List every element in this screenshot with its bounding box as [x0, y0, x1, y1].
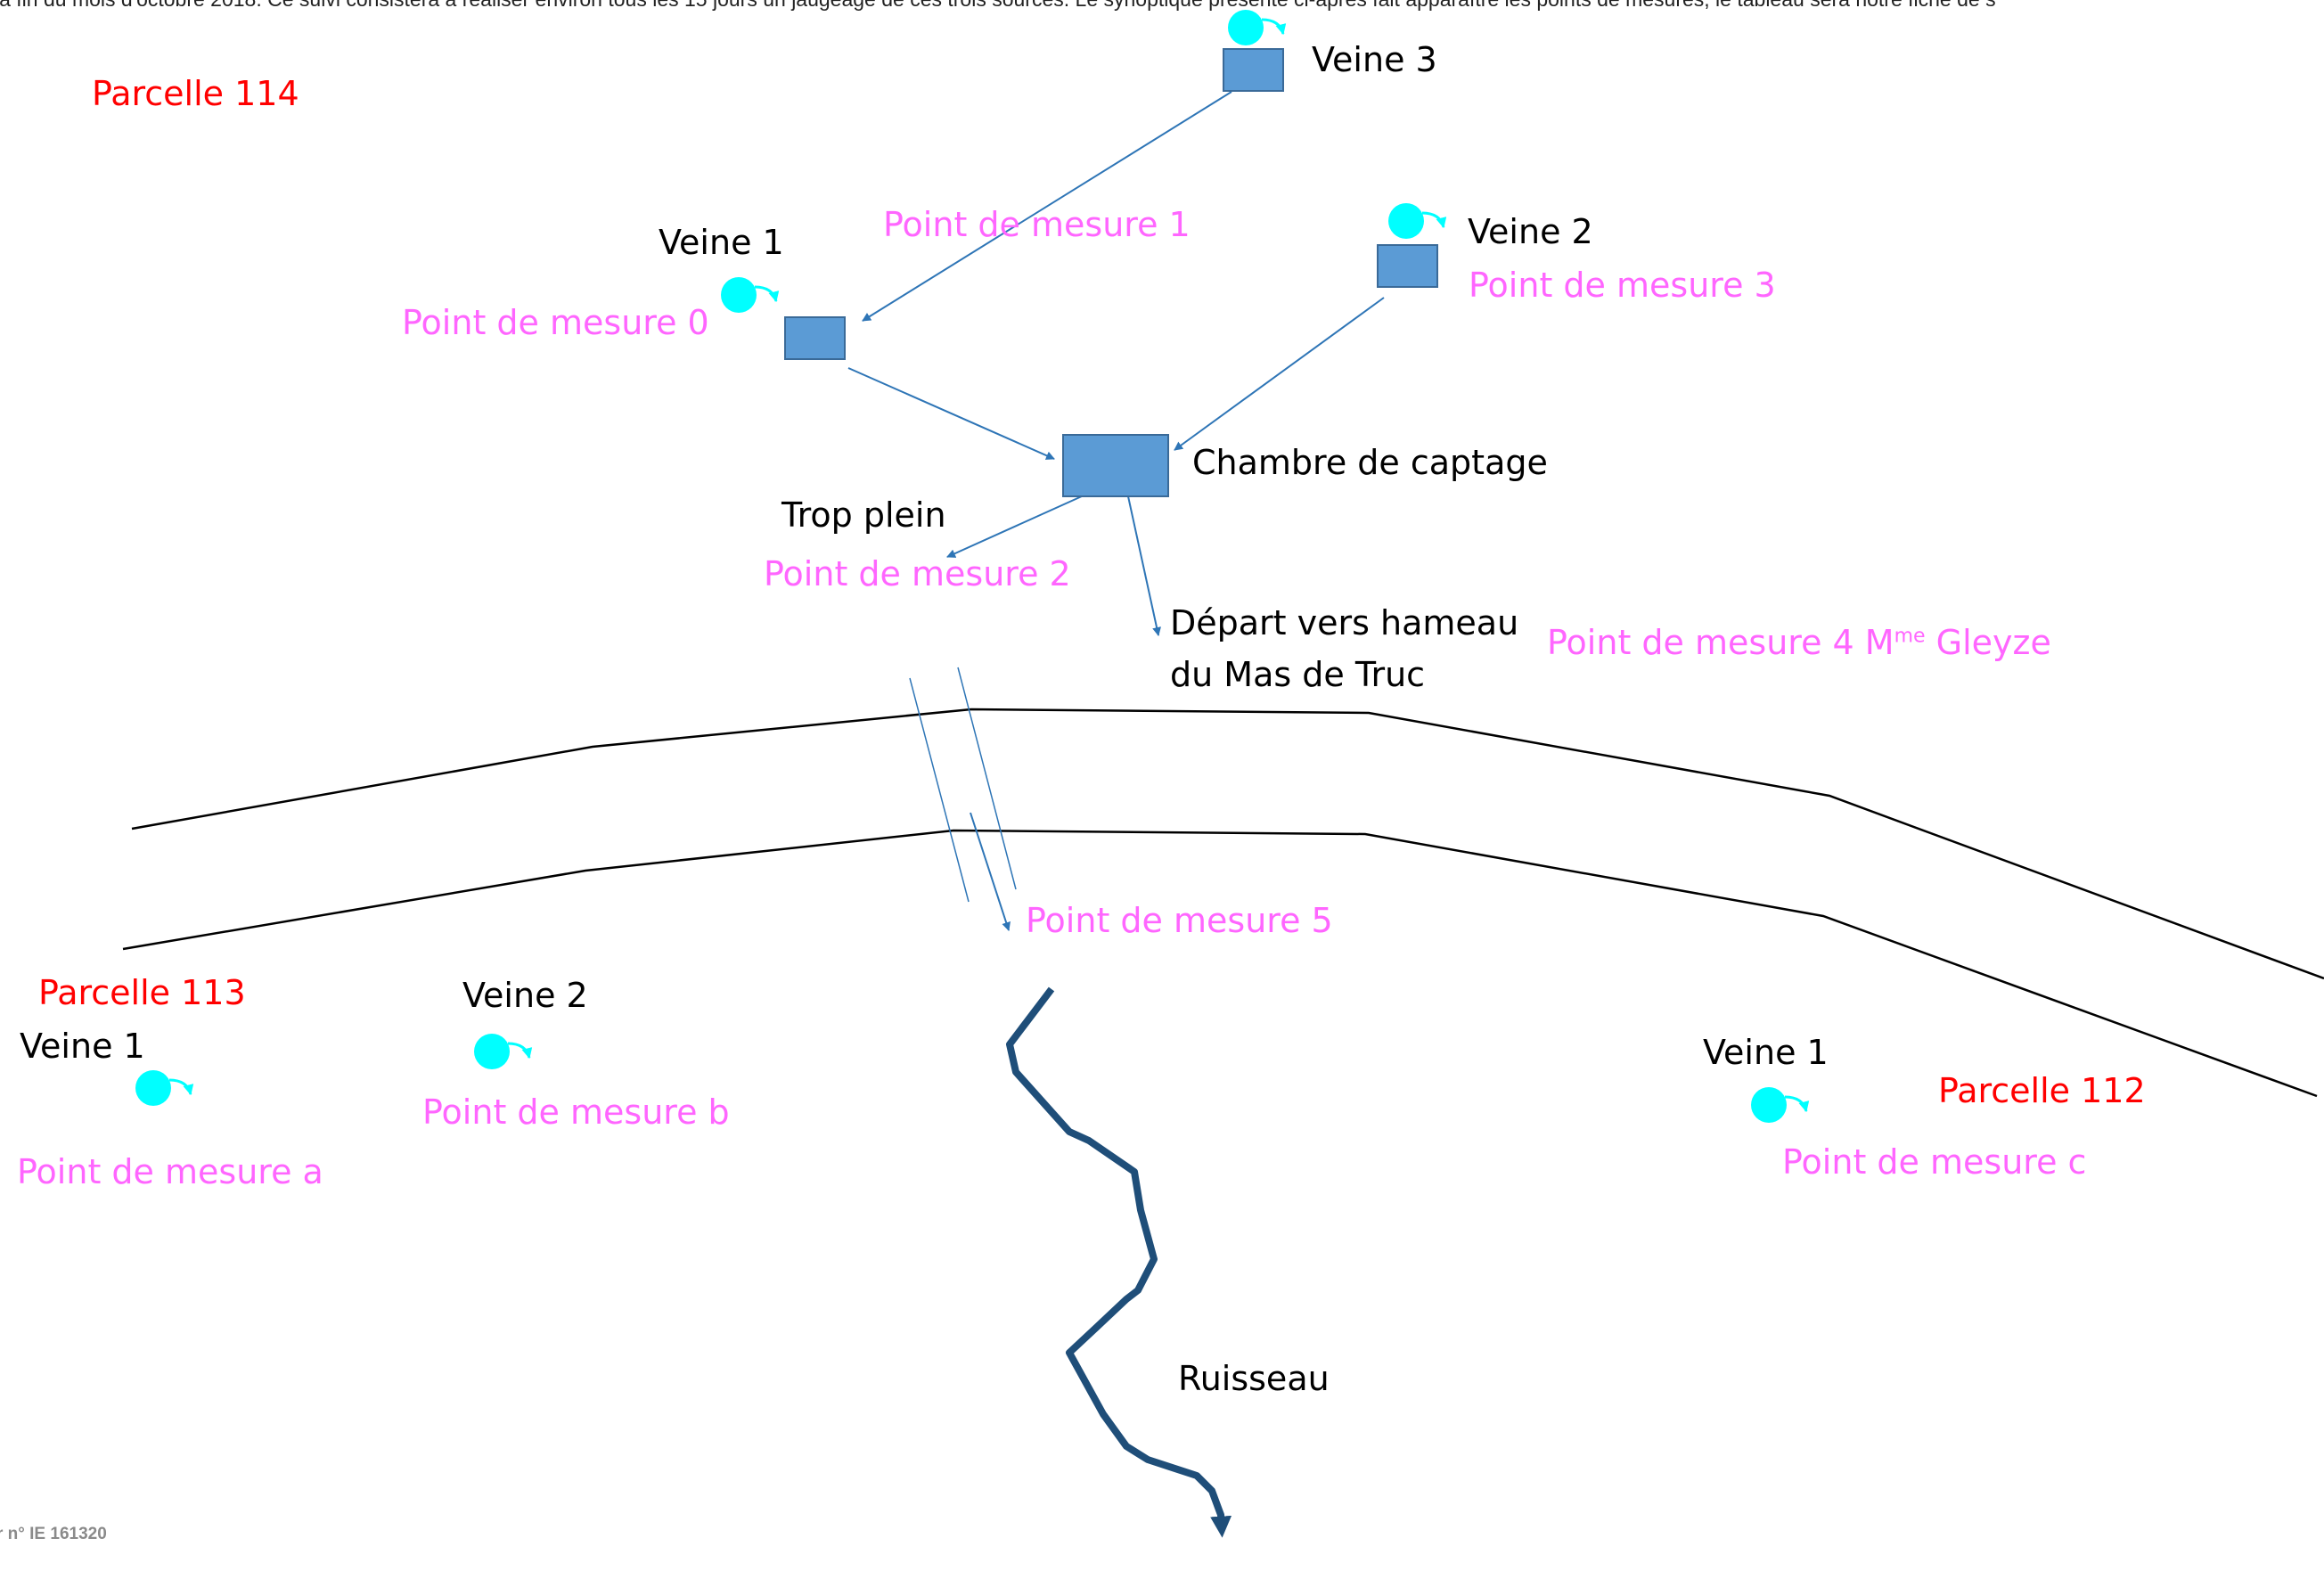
point-de-mesure-4-sup: me	[1894, 625, 1926, 648]
point-de-mesure-4-end: Gleyze	[1925, 623, 2051, 662]
depart-label-line1: Départ vers hameau	[1170, 603, 1519, 642]
spring-icon	[474, 1034, 533, 1069]
top-context-text: la fin du mois d'octobre 2018. Ce suivi …	[0, 0, 1996, 10]
river-ruisseau	[1006, 986, 1232, 1538]
point-de-mesure-0-label: Point de mesure 0	[402, 303, 709, 342]
parcel-113-label: Parcelle 113	[38, 973, 246, 1012]
arrow-veine1-to-chambre	[847, 367, 1055, 460]
pipe-line-right	[957, 667, 1017, 890]
arrow-veine2-to-chambre	[1174, 297, 1385, 451]
veine3-label: Veine 3	[1312, 40, 1437, 79]
point-de-mesure-4-label: Point de mesure 4 Mme Gleyze	[1547, 626, 2051, 659]
point-de-mesure-c-label: Point de mesure c	[1782, 1142, 2087, 1182]
veine2-box	[1377, 244, 1438, 288]
road-upper-edge	[131, 708, 2324, 980]
footer-reference-text: r n° IE 161320	[0, 1525, 107, 1543]
arrow-depart	[1127, 495, 1161, 636]
veine1-box	[784, 316, 846, 360]
point-de-mesure-a-label: Point de mesure a	[17, 1152, 323, 1191]
parcel-114-label: Parcelle 114	[92, 74, 299, 113]
point-de-mesure-5-label: Point de mesure 5	[1026, 901, 1333, 940]
spring-icon	[721, 277, 780, 313]
spring-icon	[1388, 203, 1447, 239]
veine3-box	[1223, 48, 1284, 92]
spring-icon	[1751, 1087, 1810, 1123]
point-de-mesure-b-label: Point de mesure b	[422, 1092, 730, 1132]
point-de-mesure-2-label: Point de mesure 2	[764, 554, 1071, 593]
arrow-trop-plein	[946, 491, 1092, 558]
ruisseau-label: Ruisseau	[1178, 1359, 1330, 1398]
spring-icon	[1228, 10, 1287, 45]
chambre-de-captage-label: Chambre de captage	[1192, 443, 1548, 482]
road-lower-edge	[122, 829, 2318, 1098]
pipe-arrow-point5	[970, 812, 1011, 931]
veine2-left-label: Veine 2	[462, 976, 588, 1015]
depart-label-line2: du Mas de Truc	[1170, 655, 1426, 694]
veine2-upper-label: Veine 2	[1468, 212, 1593, 251]
parcel-112-label: Parcelle 112	[1938, 1071, 2146, 1110]
pipe-line-left	[909, 677, 970, 903]
veine1-right-label: Veine 1	[1703, 1033, 1829, 1072]
point-de-mesure-3-label: Point de mesure 3	[1469, 266, 1776, 305]
trop-plein-label: Trop plein	[781, 495, 946, 535]
point-de-mesure-1-label: Point de mesure 1	[883, 205, 1191, 244]
veine1-upper-label: Veine 1	[659, 223, 784, 262]
point-de-mesure-4-main: Point de mesure 4 M	[1547, 623, 1894, 662]
chambre-de-captage-box	[1062, 434, 1169, 497]
spring-icon	[135, 1070, 194, 1106]
arrow-veine3-to-veine1	[862, 91, 1232, 322]
veine1-left-label: Veine 1	[20, 1027, 145, 1066]
